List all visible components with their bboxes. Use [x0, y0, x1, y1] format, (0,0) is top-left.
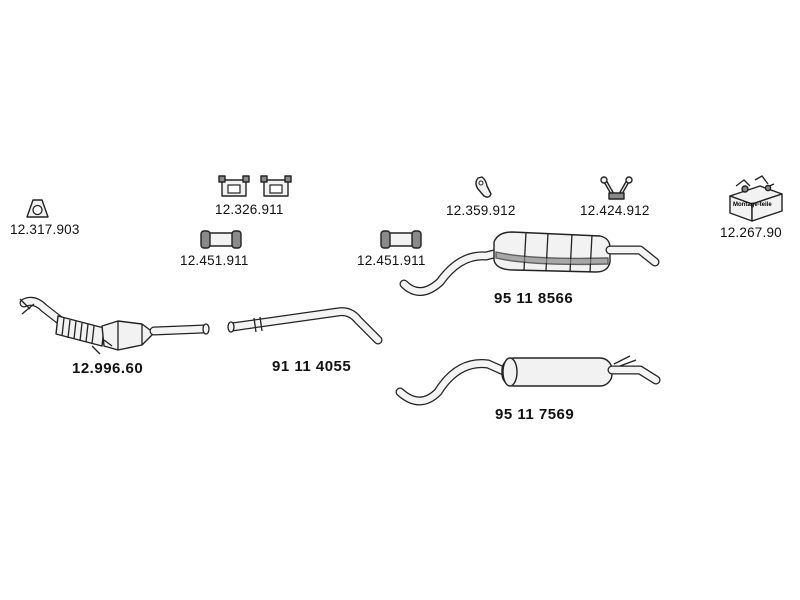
part-number-bracket: 12.424.912	[580, 203, 650, 218]
rear-silencer-icon	[399, 231, 660, 296]
hanger-icon	[475, 176, 492, 198]
pipe-clamp-icon	[380, 230, 422, 249]
rubber-mount-icon	[218, 175, 250, 197]
part-number-mounting-kit: 12.267.90	[720, 225, 782, 240]
part-number-rear-silencer-1: 95 11 8566	[494, 290, 574, 307]
bracket-icon	[600, 176, 633, 200]
mounting-kit-box-text: Montage-teile	[733, 202, 772, 208]
part-number-gasket: 12.317.903	[10, 222, 80, 237]
mounting-kit-box-icon: Montage-teile	[729, 175, 783, 222]
part-number-rear-silencer-2: 95 11 7569	[495, 406, 575, 423]
rear-silencer-icon	[395, 355, 661, 406]
pipe-clamp-icon	[200, 230, 242, 249]
part-number-hanger: 12.359.912	[446, 203, 516, 218]
rubber-mount-icon	[260, 175, 292, 197]
part-number-catalytic-converter: 12.996.60	[72, 360, 144, 377]
part-number-clamp-right: 12.451.911	[357, 253, 426, 268]
intermediate-pipe-icon	[227, 307, 383, 345]
catalytic-converter-icon	[19, 296, 210, 355]
part-number-rubber-mounts: 12.326.911	[215, 202, 284, 217]
part-number-intermediate-pipe: 91 11 4055	[272, 358, 352, 375]
gasket-icon	[26, 199, 49, 218]
part-number-clamp-left: 12.451.911	[180, 253, 249, 268]
